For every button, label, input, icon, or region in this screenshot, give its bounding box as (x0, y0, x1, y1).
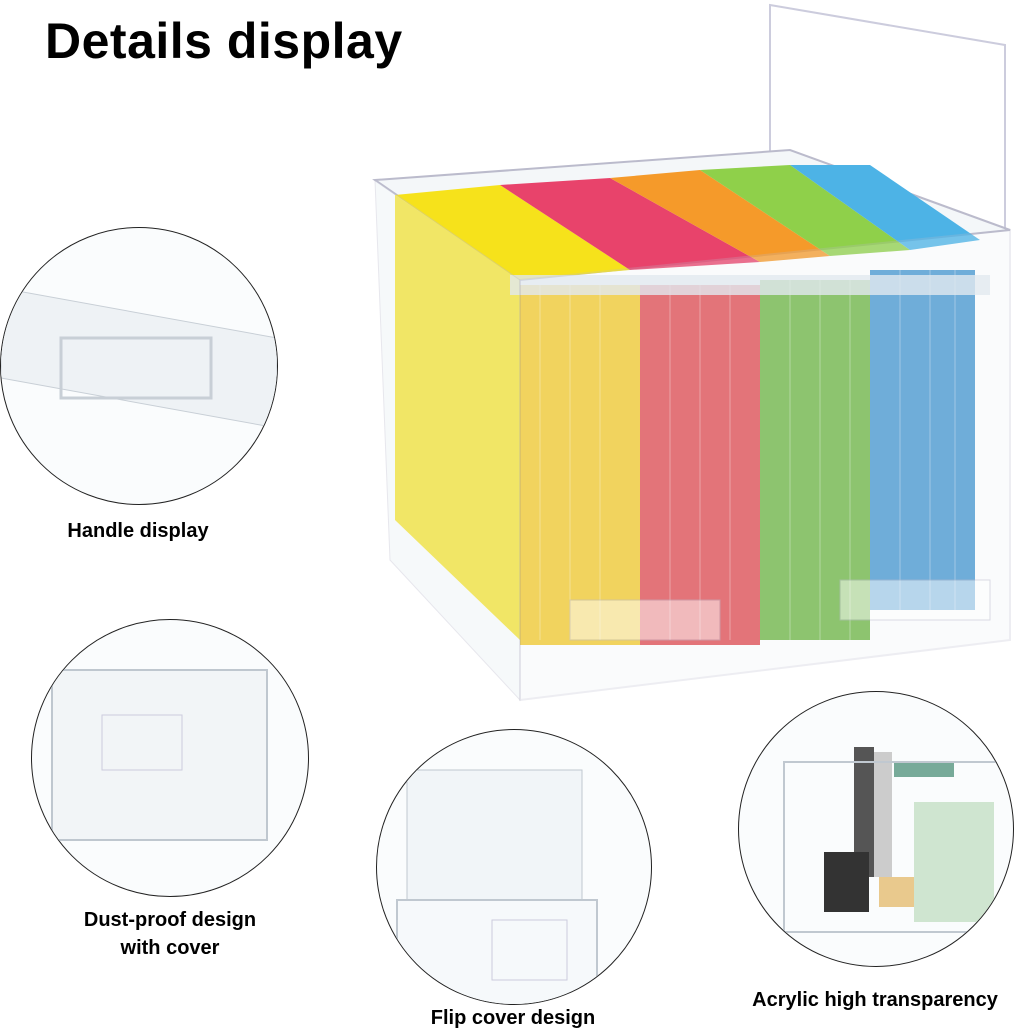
acrylic-detail-image (738, 691, 1014, 967)
product-image (372, 3, 1011, 702)
handle-detail-image (0, 227, 278, 505)
dust-proof-label-line1: Dust-proof design (83, 909, 257, 931)
acrylic-label: Acrylic high transparency (752, 989, 998, 1011)
flip-cover-detail-image (376, 729, 652, 1005)
dust-proof-detail-image (31, 619, 309, 897)
flip-cover-label: Flip cover design (430, 1007, 596, 1029)
dust-proof-label-line2: with cover (120, 937, 220, 959)
dust-proof-label: Dust-proof design with cover (20, 906, 320, 962)
handle-display-label: Handle display (67, 520, 209, 542)
page-title: Details display (45, 13, 403, 69)
